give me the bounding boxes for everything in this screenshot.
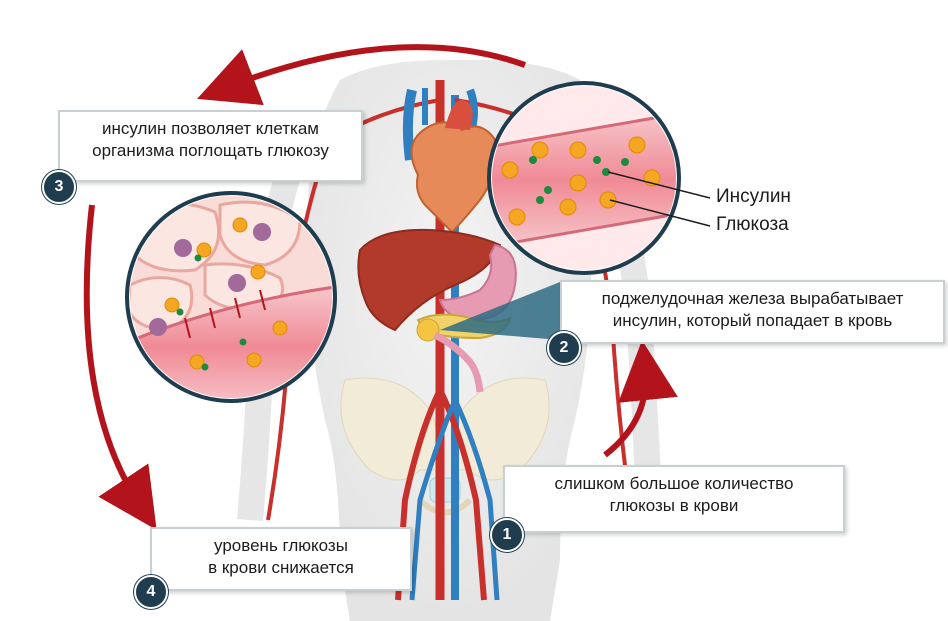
insulin-dot — [544, 186, 552, 194]
callout-step-1: слишком большое количество глюкозы в кро… — [503, 465, 845, 533]
glucose-dot — [629, 137, 645, 153]
callout-step-1-line1: слишком большое количество — [515, 473, 833, 495]
glucose-dot — [600, 192, 616, 208]
insulin-dot — [195, 255, 202, 262]
glucose-dot — [509, 209, 525, 225]
step-4-badge: 4 — [134, 575, 168, 609]
callout-step-3-line2: организма поглощать глюкозу — [70, 140, 351, 162]
step-1-badge: 1 — [490, 518, 524, 552]
arrow-to-step-4 — [87, 205, 140, 505]
callout-step-4: уровень глюкозы в крови снижается — [150, 527, 412, 591]
callout-step-3-line1: инсулин позволяет клеткам — [70, 118, 351, 140]
glucose-dot — [273, 321, 287, 335]
insulin-dot — [529, 156, 537, 164]
callout-step-2-line2: инсулин, который попадает в кровь — [572, 310, 933, 332]
insulin-dot — [621, 158, 629, 166]
callout-step-4-line1: уровень глюкозы — [162, 535, 400, 557]
glucose-dot — [233, 218, 247, 232]
glucose-dot — [570, 142, 586, 158]
insulin-dot — [536, 196, 544, 204]
glucose-dot — [251, 265, 265, 279]
glucose-dot — [570, 175, 586, 191]
callout-step-3: инсулин позволяет клеткам организма погл… — [58, 110, 363, 182]
callout-step-1-line2: глюкозы в крови — [515, 495, 833, 517]
glucose-dot — [247, 353, 261, 367]
callout-step-2: поджелудочная железа вырабатывает инсули… — [560, 280, 945, 344]
callout-step-4-line2: в крови снижается — [162, 557, 400, 579]
callout-step-2-line1: поджелудочная железа вырабатывает — [572, 288, 933, 310]
legend-insulin-label: Инсулин — [716, 186, 791, 208]
step-3-badge: 3 — [42, 170, 76, 204]
glucose-dot — [532, 142, 548, 158]
glucose-dot — [165, 298, 179, 312]
glucose-dot — [560, 199, 576, 215]
insulin-dot — [593, 156, 601, 164]
insulin-dot — [202, 364, 209, 371]
legend-glucose-label: Глюкоза — [716, 214, 789, 236]
insulin-dot — [177, 309, 184, 316]
glucose-dot — [502, 162, 518, 178]
step-2-badge: 2 — [547, 331, 581, 365]
insulin-dot — [240, 339, 247, 346]
